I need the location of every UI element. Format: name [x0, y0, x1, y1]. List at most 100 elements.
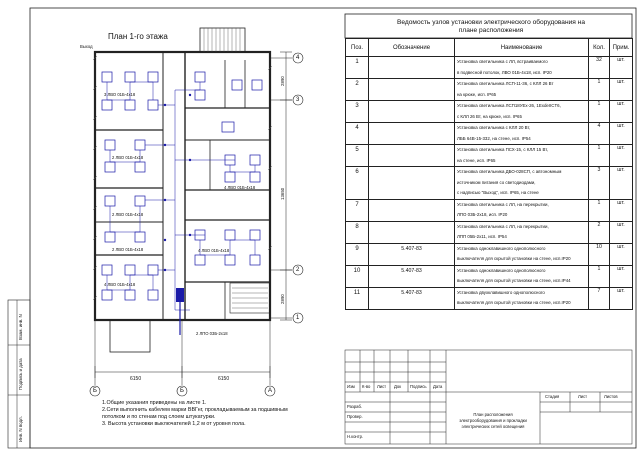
room-label: 2 ЛВО 01Б-4х18: [112, 212, 144, 217]
col-header: Кол.: [588, 38, 610, 57]
item-name-line: Установка светильника ДБО-028СП, с автон…: [457, 169, 562, 174]
table-row: 7 Установка светильника с ЛЛ, на перекрыт…: [345, 198, 633, 222]
item-name-line: Установка светильника ЛСП18УЕх-26, 1Ехde…: [457, 103, 561, 108]
room-label: 4 ЛВО 01Б-4х18: [224, 185, 256, 190]
table-row: 3 Установка светильника ЛСП18УЕх-26, 1Ехd…: [345, 100, 633, 123]
table-cell: 3: [588, 166, 610, 200]
stamp-col: К-во: [362, 384, 371, 389]
table-cell: [368, 198, 455, 222]
item-name-line: на стене, исп. IP65: [457, 157, 496, 163]
item-name-line: Установка светильника с ЛЛ, на перекрыти…: [457, 223, 549, 229]
table-cell: 7: [345, 198, 369, 222]
stamp-col: Подпись: [410, 384, 427, 389]
room-label: 2 ЛПО 03Б-2х18: [196, 331, 228, 336]
table-cell: 8: [345, 220, 369, 244]
table-cell: [368, 166, 455, 200]
spec-title-line: Ведомость узлов установки электрического…: [396, 19, 585, 26]
table-row: 1 Установка светильника с ЛЛ, встраиваемо…: [345, 56, 633, 79]
equipment-spec-table: Поз. Обозначение Наименование Кол. Прим.…: [345, 38, 633, 310]
room-label: 2 ЛВО 01Б-4х18: [112, 247, 144, 252]
table-cell: 2: [345, 78, 369, 101]
stamp-stage-header: Лист: [578, 394, 588, 399]
table-cell: шт.: [609, 78, 633, 101]
table-cell: Установка светильника ДБО-028СП, с автон…: [454, 166, 589, 200]
table-cell: [368, 78, 455, 101]
item-name-line: Установка светильника с КЛЛ 20 Вт,: [457, 125, 531, 130]
room-label: 3 ЛВО 01Б-4х18: [104, 92, 136, 97]
table-row: 4 Установка светильника с КЛЛ 20 Вт,ЛББ 6…: [345, 122, 633, 145]
table-cell: шт.: [609, 264, 633, 288]
table-cell: шт.: [609, 56, 633, 79]
spec-title-line: плане расположения: [458, 27, 524, 34]
table-cell: Установка светильника с КЛЛ 20 Вт,ЛББ 64…: [454, 122, 589, 145]
note-line: потолком и по стенам под слоем штукатурк…: [102, 414, 216, 420]
stamp-row: Провер.: [347, 414, 363, 419]
axis-label-top: 4: [296, 55, 300, 61]
dimension-bottom: 6150: [130, 376, 142, 382]
room-label: 4 ЛВО 01Б-4х18: [198, 248, 230, 253]
table-cell: 5.407-83: [368, 242, 455, 266]
table-cell: 10: [588, 242, 610, 266]
item-name-line: ЛПО 03Б-2х18, исп. IP20: [457, 212, 508, 217]
note-line: 2.Сети выполнить кабелем марки ВВГнг, пр…: [102, 407, 288, 413]
stamp-row: Разраб.: [347, 404, 363, 409]
table-cell: 10: [345, 264, 369, 288]
table-cell: 1: [588, 144, 610, 167]
item-name-line: на крюке, исп. IP65: [457, 91, 497, 97]
col-header: Обозначение: [368, 38, 455, 57]
item-name-line: с надписью "Выход", исп. IP65, на стене: [457, 190, 539, 195]
table-cell: шт.: [609, 122, 633, 145]
dimension-right: 13650: [280, 187, 285, 200]
table-cell: Установка светильника с ЛЛ, на перекрыти…: [454, 220, 589, 244]
side-label: Инв. N подл.: [18, 416, 23, 442]
dimension-right: 2890: [280, 294, 285, 304]
description-line: План расположения: [473, 412, 513, 417]
table-cell: 3: [345, 100, 369, 123]
stamp-stage-header: Листов: [604, 394, 618, 399]
table-cell: [368, 122, 455, 145]
col-header: Прим.: [609, 38, 633, 57]
dimension-bottom: 6150: [218, 376, 230, 382]
table-cell: шт.: [609, 198, 633, 222]
table-cell: шт.: [609, 286, 633, 310]
table-cell: [368, 100, 455, 123]
room-label: 4 ЛВО 01Б-4х18: [104, 282, 136, 287]
table-cell: Установка двухклавишного однополюсного вы…: [454, 286, 589, 310]
col-header: Наименование: [454, 38, 589, 57]
item-name-line: Установка светильника с ЛЛ, на перекрыти…: [457, 201, 549, 207]
table-cell: 32: [588, 56, 610, 79]
table-cell: шт.: [609, 144, 633, 167]
stamp-row: Н.контр.: [347, 434, 364, 439]
stamp-stage-header: Стадия: [545, 394, 560, 399]
item-name-line: источником питания со светодиодами,: [457, 179, 536, 185]
item-name-line: Установка светильника ПСХ-15, с КЛЛ 15 В…: [457, 147, 548, 152]
table-cell: 4: [345, 122, 369, 145]
table-cell: Установка светильника ЛСП-11-36, с КЛЛ 2…: [454, 78, 589, 101]
table-cell: Установка светильника ЛСП18УЕх-26, 1Ехde…: [454, 100, 589, 123]
axis-label-bottom: Б: [180, 388, 184, 394]
item-name-line: Установка светильника ЛСП-11-36, с КЛЛ 2…: [457, 81, 554, 86]
table-cell: 1: [345, 56, 369, 79]
table-cell: 11: [345, 286, 369, 310]
table-cell: 1: [588, 100, 610, 123]
axis-label-bottom: Б: [93, 388, 97, 394]
table-cell: 5.407-83: [368, 264, 455, 288]
table-row: 2 Установка светильника ЛСП-11-36, с КЛЛ …: [345, 78, 633, 101]
table-row: 8 Установка светильника с ЛЛ, на перекрыт…: [345, 220, 633, 244]
table-cell: 1: [588, 198, 610, 222]
item-name-line: Установка светильника с ЛЛ, встраиваемог…: [457, 59, 548, 64]
table-cell: Установка светильника ПСХ-15, с КЛЛ 15 В…: [454, 144, 589, 167]
description-line: электрооборудования и прокладки: [459, 418, 527, 423]
table-cell: [368, 144, 455, 167]
item-name-line: выключателя для скрытой установки на сте…: [457, 300, 571, 305]
table-cell: [368, 220, 455, 244]
item-name-line: Установка двухклавишного однополюсного: [457, 289, 545, 295]
side-label: Взам. инв. N: [18, 314, 23, 340]
item-name-line: ЛПП 05Б-2х11, исп. IP54: [457, 234, 507, 239]
item-name-line: выключателя для скрытой установки на сте…: [457, 256, 571, 261]
